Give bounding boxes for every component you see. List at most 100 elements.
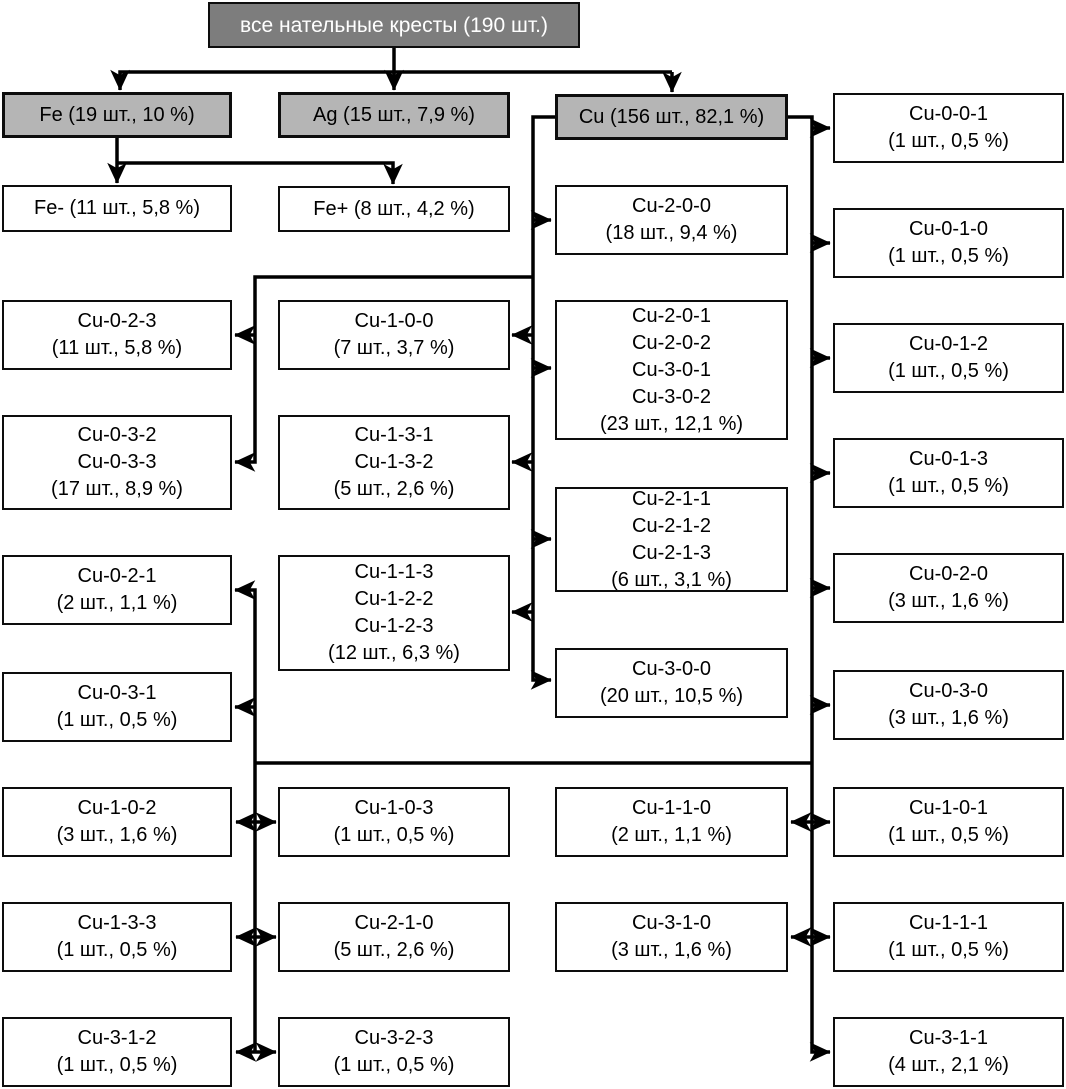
node-label-line: Cu-2-1-0 [354,912,434,934]
node-label-line: (1 шт., 0,5 %) [333,1054,455,1076]
node-cu-1-0-3: Cu-1-0-3 (1 шт., 0,5 %) [278,787,510,857]
node-label-line: Cu-0-3-3 [77,451,157,473]
node-root: все нательные кресты (190 шт.) [208,2,580,48]
node-label-line: (4 шт., 2,1 %) [888,1054,1009,1076]
node-label-line: Cu-3-0-1 [632,358,711,381]
edge-lower-left-branch [234,580,257,1052]
node-label-line: Cu-1-0-3 [354,797,434,819]
node-label-line: Cu-1-1-1 [909,912,988,934]
node-label-line: Cu-1-0-0 [354,310,434,332]
node-label-line: (3 шт., 1,6 %) [888,707,1009,729]
node-label-line: (1 шт., 0,5 %) [888,245,1009,267]
node-label-line: Cu-0-1-0 [909,218,988,240]
node-label-line: Cu-1-2-3 [354,615,434,637]
node-label-line: (18 шт., 9,4 %) [605,222,738,244]
node-cu-1-1-1: Cu-1-1-1 (1 шт., 0,5 %) [833,902,1064,972]
node-cu-0-2-1: Cu-0-2-1 (2 шт., 1,1 %) [2,555,232,625]
node-label-line: Fe (19 шт., 10 %) [39,103,195,126]
node-cu-0-3-0: Cu-0-3-0 (3 шт., 1,6 %) [833,670,1064,740]
node-label-line: Cu-1-1-3 [354,561,434,583]
node-label-line: (2 шт., 1,1 %) [56,592,178,614]
node-cu-1-0-0: Cu-1-0-0(7 шт., 3,7 %) [278,300,510,370]
node-label-line: (1 шт., 0,5 %) [888,939,1009,961]
node-cu-3-1-1: Cu-3-1-1 (4 шт., 2,1 %) [833,1017,1064,1087]
node-label-line: Cu-0-2-0 [909,563,988,585]
node-label-line: (23 шт., 12,1 %) [599,412,744,435]
node-label-line: Cu-2-1-2 [632,514,711,537]
node-ag: Ag (15 шт., 7,9 %) [278,92,510,138]
node-cu: Cu (156 шт., 82,1 %) [555,94,788,140]
node-cu-3-1-0: Cu-3-1-0 (3 шт., 1,6 %) [555,902,788,972]
node-label-line: (3 шт., 1,6 %) [888,590,1009,612]
node-label-line: (1 шт., 0,5 %) [333,824,455,846]
node-label-line: Cu-0-3-1 [77,682,157,704]
node-label-line: (20 шт., 10,5 %) [599,685,744,707]
node-label-line: Cu-1-0-2 [77,797,157,819]
node-label-line: Cu-2-0-1 [632,304,711,327]
node-label-line: Cu-0-0-1 [909,103,988,125]
node-label-line: Cu-0-2-1 [77,565,157,587]
node-cu-3-0-0: Cu-3-0-0 (20 шт., 10,5 %) [555,648,788,718]
node-cu-1-0-2: Cu-1-0-2 (3 шт., 1,6 %) [2,787,232,857]
node-label-line: (1 шт., 0,5 %) [56,709,178,731]
node-label-line: Cu-1-0-1 [909,797,988,819]
node-label-line: Cu-1-2-2 [354,588,434,610]
node-cu-0-2-0: Cu-0-2-0 (3 шт., 1,6 %) [833,553,1064,623]
node-label-line: (5 шт., 2,6 %) [333,478,455,500]
node-label-line: Cu-0-2-3 [77,310,157,332]
node-cu-0-0-1: Cu-0-0-1 (1 шт., 0,5 %) [833,93,1064,163]
node-cu-2-1-0: Cu-2-1-0 (5 шт., 2,6 %) [278,902,510,972]
node-label-line: Cu-3-1-1 [909,1027,988,1049]
edge-upper-left-branch [234,275,533,472]
node-label-line: Cu-3-2-3 [354,1027,434,1049]
edge-root-fe [110,69,672,91]
node-label-line: Fe- (11 шт., 5,8 %) [34,197,200,219]
node-label-line: (12 шт., 6,3 %) [328,642,460,664]
node-fe: Fe (19 шт., 10 %) [2,92,232,138]
edge-cu-left-trunk [530,115,555,690]
node-cu-0-1-0: Cu-0-1-0 (1 шт., 0,5 %) [833,208,1064,278]
node-label-line: (1 шт., 0,5 %) [56,1054,178,1076]
node-label-line: (11 шт., 5,8 %) [51,337,183,359]
node-cu-2-0-0: Cu-2-0-0 (18 шт., 9,4 %) [555,185,788,255]
node-label-line: Cu-3-0-0 [632,658,711,680]
node-label-line: Cu-0-1-3 [909,448,988,470]
node-fe-plus: Fe+ (8 шт., 4,2 %) [278,186,510,232]
node-label-line: (1 шт., 0,5 %) [888,130,1009,152]
edge-cu-right-trunk [788,115,831,1062]
node-label-line: (1 шт., 0,5 %) [888,475,1009,497]
node-label-line: Cu (156 шт., 82,1 %) [578,105,765,128]
node-cu-0-2-3: Cu-0-2-3 (11 шт., 5,8 %) [2,300,232,370]
node-label-line: (3 шт., 1,6 %) [611,939,732,961]
node-cu-0-1-2: Cu-0-1-2(1 шт., 0,5 %) [833,323,1064,393]
node-label-line: Cu-1-1-0 [632,797,711,819]
node-label-line: Cu-1-3-2 [354,451,434,473]
node-label-line: Cu-0-3-0 [909,680,988,702]
node-label-line: (6 шт., 3,1 %) [611,568,732,591]
node-cu-1-1-0: Cu-1-1-0 (2 шт., 1,1 %) [555,787,788,857]
node-label-line: Fe+ (8 шт., 4,2 %) [313,197,475,220]
node-label-line: Cu-2-1-1 [632,487,711,510]
node-label-line: Ag (15 шт., 7,9 %) [313,103,475,126]
node-label-line: Cu-3-1-0 [632,912,711,934]
node-label-line: Cu-3-0-2 [632,385,711,408]
node-cu-1-3-3: Cu-1-3-3(1 шт., 0,5 %) [2,902,232,972]
node-cu-1-0-1: Cu-1-0-1 (1 шт., 0,5 %) [833,787,1064,857]
node-label-line: (3 шт., 1,6 %) [56,824,178,846]
node-label-line: Cu-1-3-1 [354,424,434,446]
node-label-line: (5 шт., 2,6 %) [333,939,455,961]
node-label-line: (1 шт., 0,5 %) [888,360,1009,382]
node-label-line: Cu-3-1-2 [77,1027,157,1049]
node-label-line: Cu-2-0-0 [632,195,711,217]
node-label-line: Cu-1-3-3 [77,912,157,934]
node-label-line: (2 шт., 1,1 %) [611,824,732,846]
node-label-line: (1 шт., 0,5 %) [888,824,1009,846]
edge-fe-feplus [117,161,403,185]
